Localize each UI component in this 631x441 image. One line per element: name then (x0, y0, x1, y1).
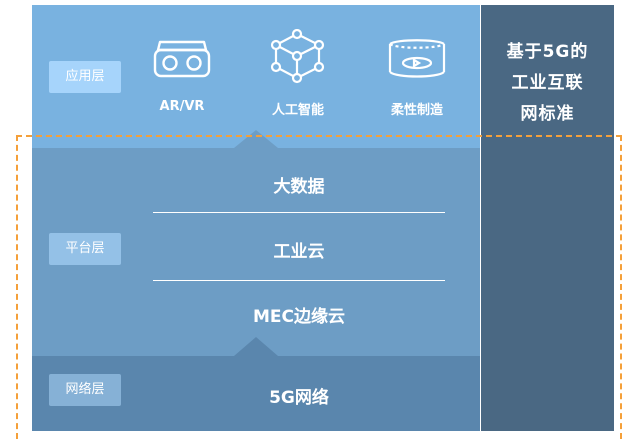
ai-cube-network-icon (270, 29, 325, 84)
flexible-manufacturing-icon (388, 39, 446, 78)
dashed-outline (16, 135, 622, 439)
app-item-label-ai: 人工智能 (271, 103, 324, 118)
standard-line-2: 工业互联 (511, 73, 584, 93)
vr-headset-icon (153, 40, 211, 78)
network-layer-tag: 网络层 (49, 374, 121, 406)
app-item-label-ar-vr: AR/VR (159, 99, 205, 114)
platform-item-big-data: 大数据 (273, 177, 325, 197)
arrow-network-to-platform (234, 337, 278, 356)
platform-item-industrial-cloud: 工业云 (273, 242, 325, 262)
platform-divider-2 (153, 280, 445, 281)
arrow-platform-to-app (234, 130, 278, 148)
standard-line-3: 网标准 (520, 104, 575, 124)
network-item-5g: 5G网络 (269, 388, 329, 408)
platform-item-mec-edge-cloud: MEC边缘云 (252, 307, 345, 327)
app-item-label-flexible-manufacturing: 柔性制造 (390, 103, 443, 118)
standard-line-1: 基于5G的 (506, 42, 589, 62)
platform-layer-tag: 平台层 (49, 233, 121, 265)
standard-panel: 基于5G的 工业互联 网标准 (481, 5, 614, 431)
application-layer-tag: 应用层 (49, 61, 121, 93)
platform-divider-1 (153, 212, 445, 213)
